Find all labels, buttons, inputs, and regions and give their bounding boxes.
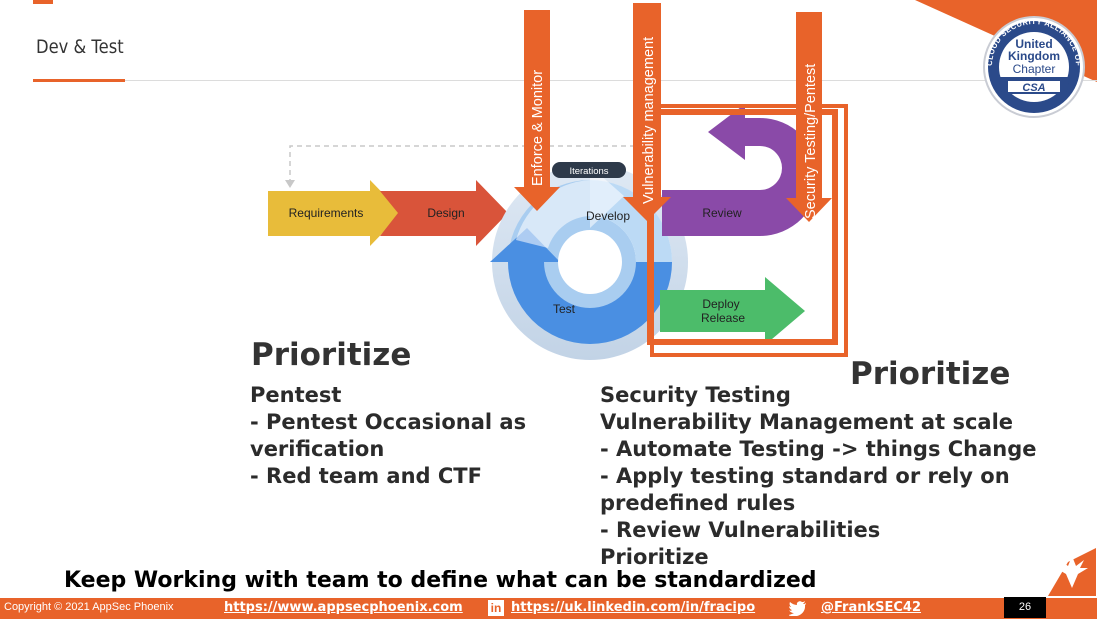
twitter-icon[interactable] (789, 601, 807, 616)
website-link[interactable]: https://www.appsecphoenix.com (224, 600, 463, 615)
title-accent-bar (33, 79, 125, 82)
phoenix-logo-icon (1048, 548, 1096, 596)
security-testing-list-item: - Automate Testing -> things Change (600, 437, 1037, 461)
requirements-label: Requirements (289, 206, 364, 220)
enforce-monitor-arrow: Enforce & Monitor (514, 10, 560, 211)
pentest-list: Pentest - Pentest Occasional as verifica… (250, 382, 526, 490)
enforce-monitor-label: Enforce & Monitor (530, 70, 546, 186)
slide-title: Dev & Test (36, 36, 124, 58)
security-testing-list-item: - Review Vulnerabilities (600, 518, 881, 542)
security-testing-list-item: Prioritize (600, 545, 709, 569)
security-testing-list-item: Vulnerability Management at scale (600, 410, 1014, 434)
security-testing-pentest-label: Security Testing/Pentest (803, 64, 819, 219)
design-arrow: Design (380, 180, 508, 246)
page-number: 26 (1004, 597, 1046, 618)
security-testing-list-item: Security Testing (600, 383, 791, 407)
test-segment (490, 228, 672, 344)
linkedin-icon[interactable]: in (488, 600, 504, 616)
security-testing-frame (650, 104, 848, 357)
review-label: Review (702, 206, 742, 220)
pentest-list-item: verification (250, 437, 385, 461)
pentest-list-item: - Red team and CTF (250, 464, 482, 488)
deploy-label-line2: Release (701, 311, 745, 325)
sdlc-diagram: Requirements Design Develop Test Iterati… (268, 3, 848, 360)
csa-chapter-badge: CLOUD SECURITY ALLIANCE OFFICIAL CHAPTER… (978, 14, 1085, 118)
title-divider (33, 80, 1097, 81)
prioritize-heading-left: Prioritize (251, 337, 412, 373)
badge-line-1: United (1015, 37, 1052, 51)
footer-copyright: Copyright © 2021 AppSec Phoenix (4, 601, 174, 613)
security-testing-pentest-arrow: Security Testing/Pentest (786, 12, 832, 222)
closing-statement: Keep Working with team to define what ca… (64, 568, 817, 593)
prioritize-heading-right: Prioritize (850, 356, 1011, 392)
pentest-list-item: - Pentest Occasional as (250, 410, 527, 434)
deploy-label-line1: Deploy (702, 297, 739, 311)
footer-bar (0, 598, 1097, 619)
vulnerability-management-arrow: Vulnerability management (623, 3, 671, 221)
csa-logo-text: CSA (1022, 82, 1045, 94)
iterations-pill: Iterations (552, 162, 626, 178)
requirements-arrow: Requirements (268, 180, 402, 246)
iterations-label: Iterations (569, 166, 608, 177)
badge-line-3: Chapter (1013, 62, 1056, 76)
twitter-handle[interactable]: @FrankSEC42 (821, 600, 922, 615)
feedback-dashed-line (289, 145, 650, 184)
security-testing-list: Security Testing Vulnerability Managemen… (600, 382, 1037, 571)
linkedin-link[interactable]: https://uk.linkedin.com/in/fracipo (511, 600, 756, 615)
vulnerability-management-label: Vulnerability management (641, 37, 657, 204)
review-arrow: Review (662, 104, 819, 236)
security-testing-list-item: predefined rules (600, 491, 796, 515)
test-label: Test (553, 302, 576, 316)
deploy-release-arrow: Deploy Release (660, 277, 805, 345)
security-testing-list-item: - Apply testing standard or rely on (600, 464, 1010, 488)
pentest-list-item: Pentest (250, 383, 342, 407)
feedback-arrowhead (285, 180, 295, 188)
top-accent-bar (33, 0, 53, 4)
design-label: Design (427, 206, 464, 220)
badge-line-2: Kingdom (1008, 49, 1060, 63)
develop-label: Develop (586, 209, 630, 223)
